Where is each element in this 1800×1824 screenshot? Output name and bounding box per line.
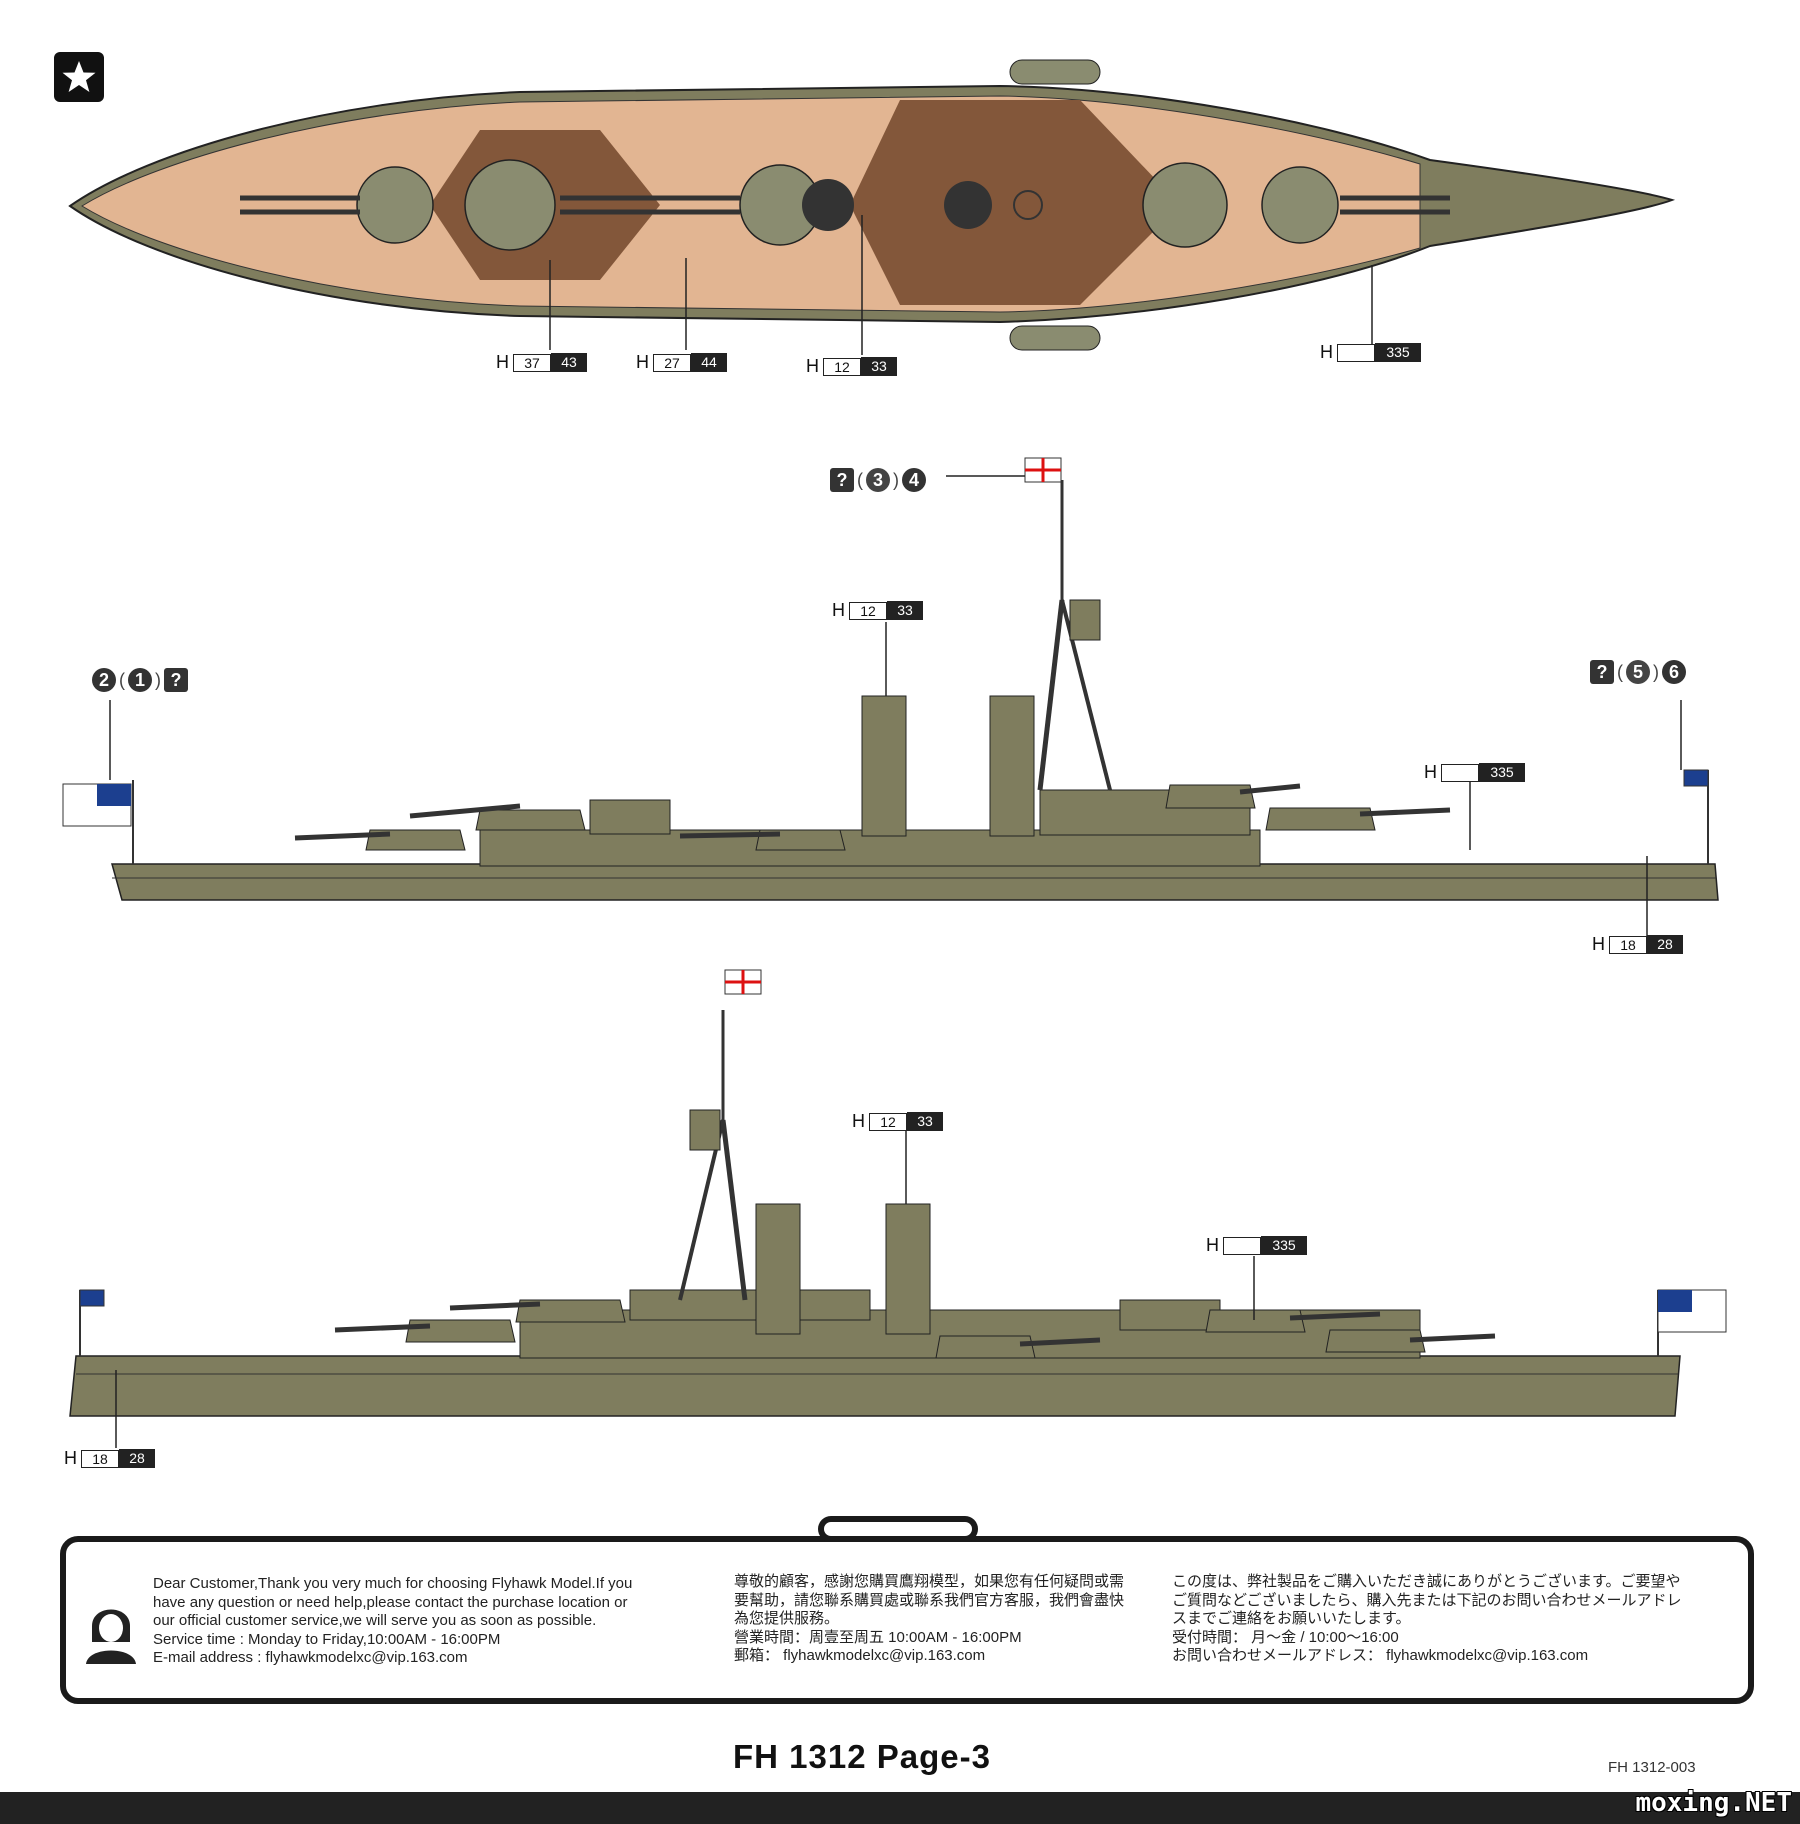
bottom-strip <box>0 1792 1800 1824</box>
page-code: FH 1312-003 <box>1608 1759 1696 1776</box>
ship-top-view <box>68 59 1676 355</box>
page-title: FH 1312 Page-3 <box>733 1738 991 1775</box>
star-badge <box>54 52 104 102</box>
service-text-en: Dear Customer,Thank you very much for ch… <box>153 1575 633 1666</box>
service-text-ja: この度は、弊社製品をご購入いただき誠にありがとうございます。ご要望やご質問などご… <box>1172 1573 1682 1664</box>
service-box-tab <box>818 1516 978 1542</box>
mast-flag-marks: ?(3)4 <box>830 468 926 492</box>
bow-flag-marks: ?(5)6 <box>1590 660 1686 684</box>
ship-side-view-2 <box>69 969 1727 1448</box>
service-text-zh: 尊敬的顧客，感謝您購買鷹翔模型，如果您有任何疑問或需要幫助，請您聯系購買處或聯系… <box>734 1573 1125 1664</box>
watermark: moxing.NET <box>1635 1788 1792 1818</box>
stern-flag-marks: 2(1)? <box>92 668 188 692</box>
star-icon <box>62 61 96 92</box>
ship-side-view-1 <box>62 457 1719 936</box>
customer-service-icon <box>86 1609 136 1664</box>
